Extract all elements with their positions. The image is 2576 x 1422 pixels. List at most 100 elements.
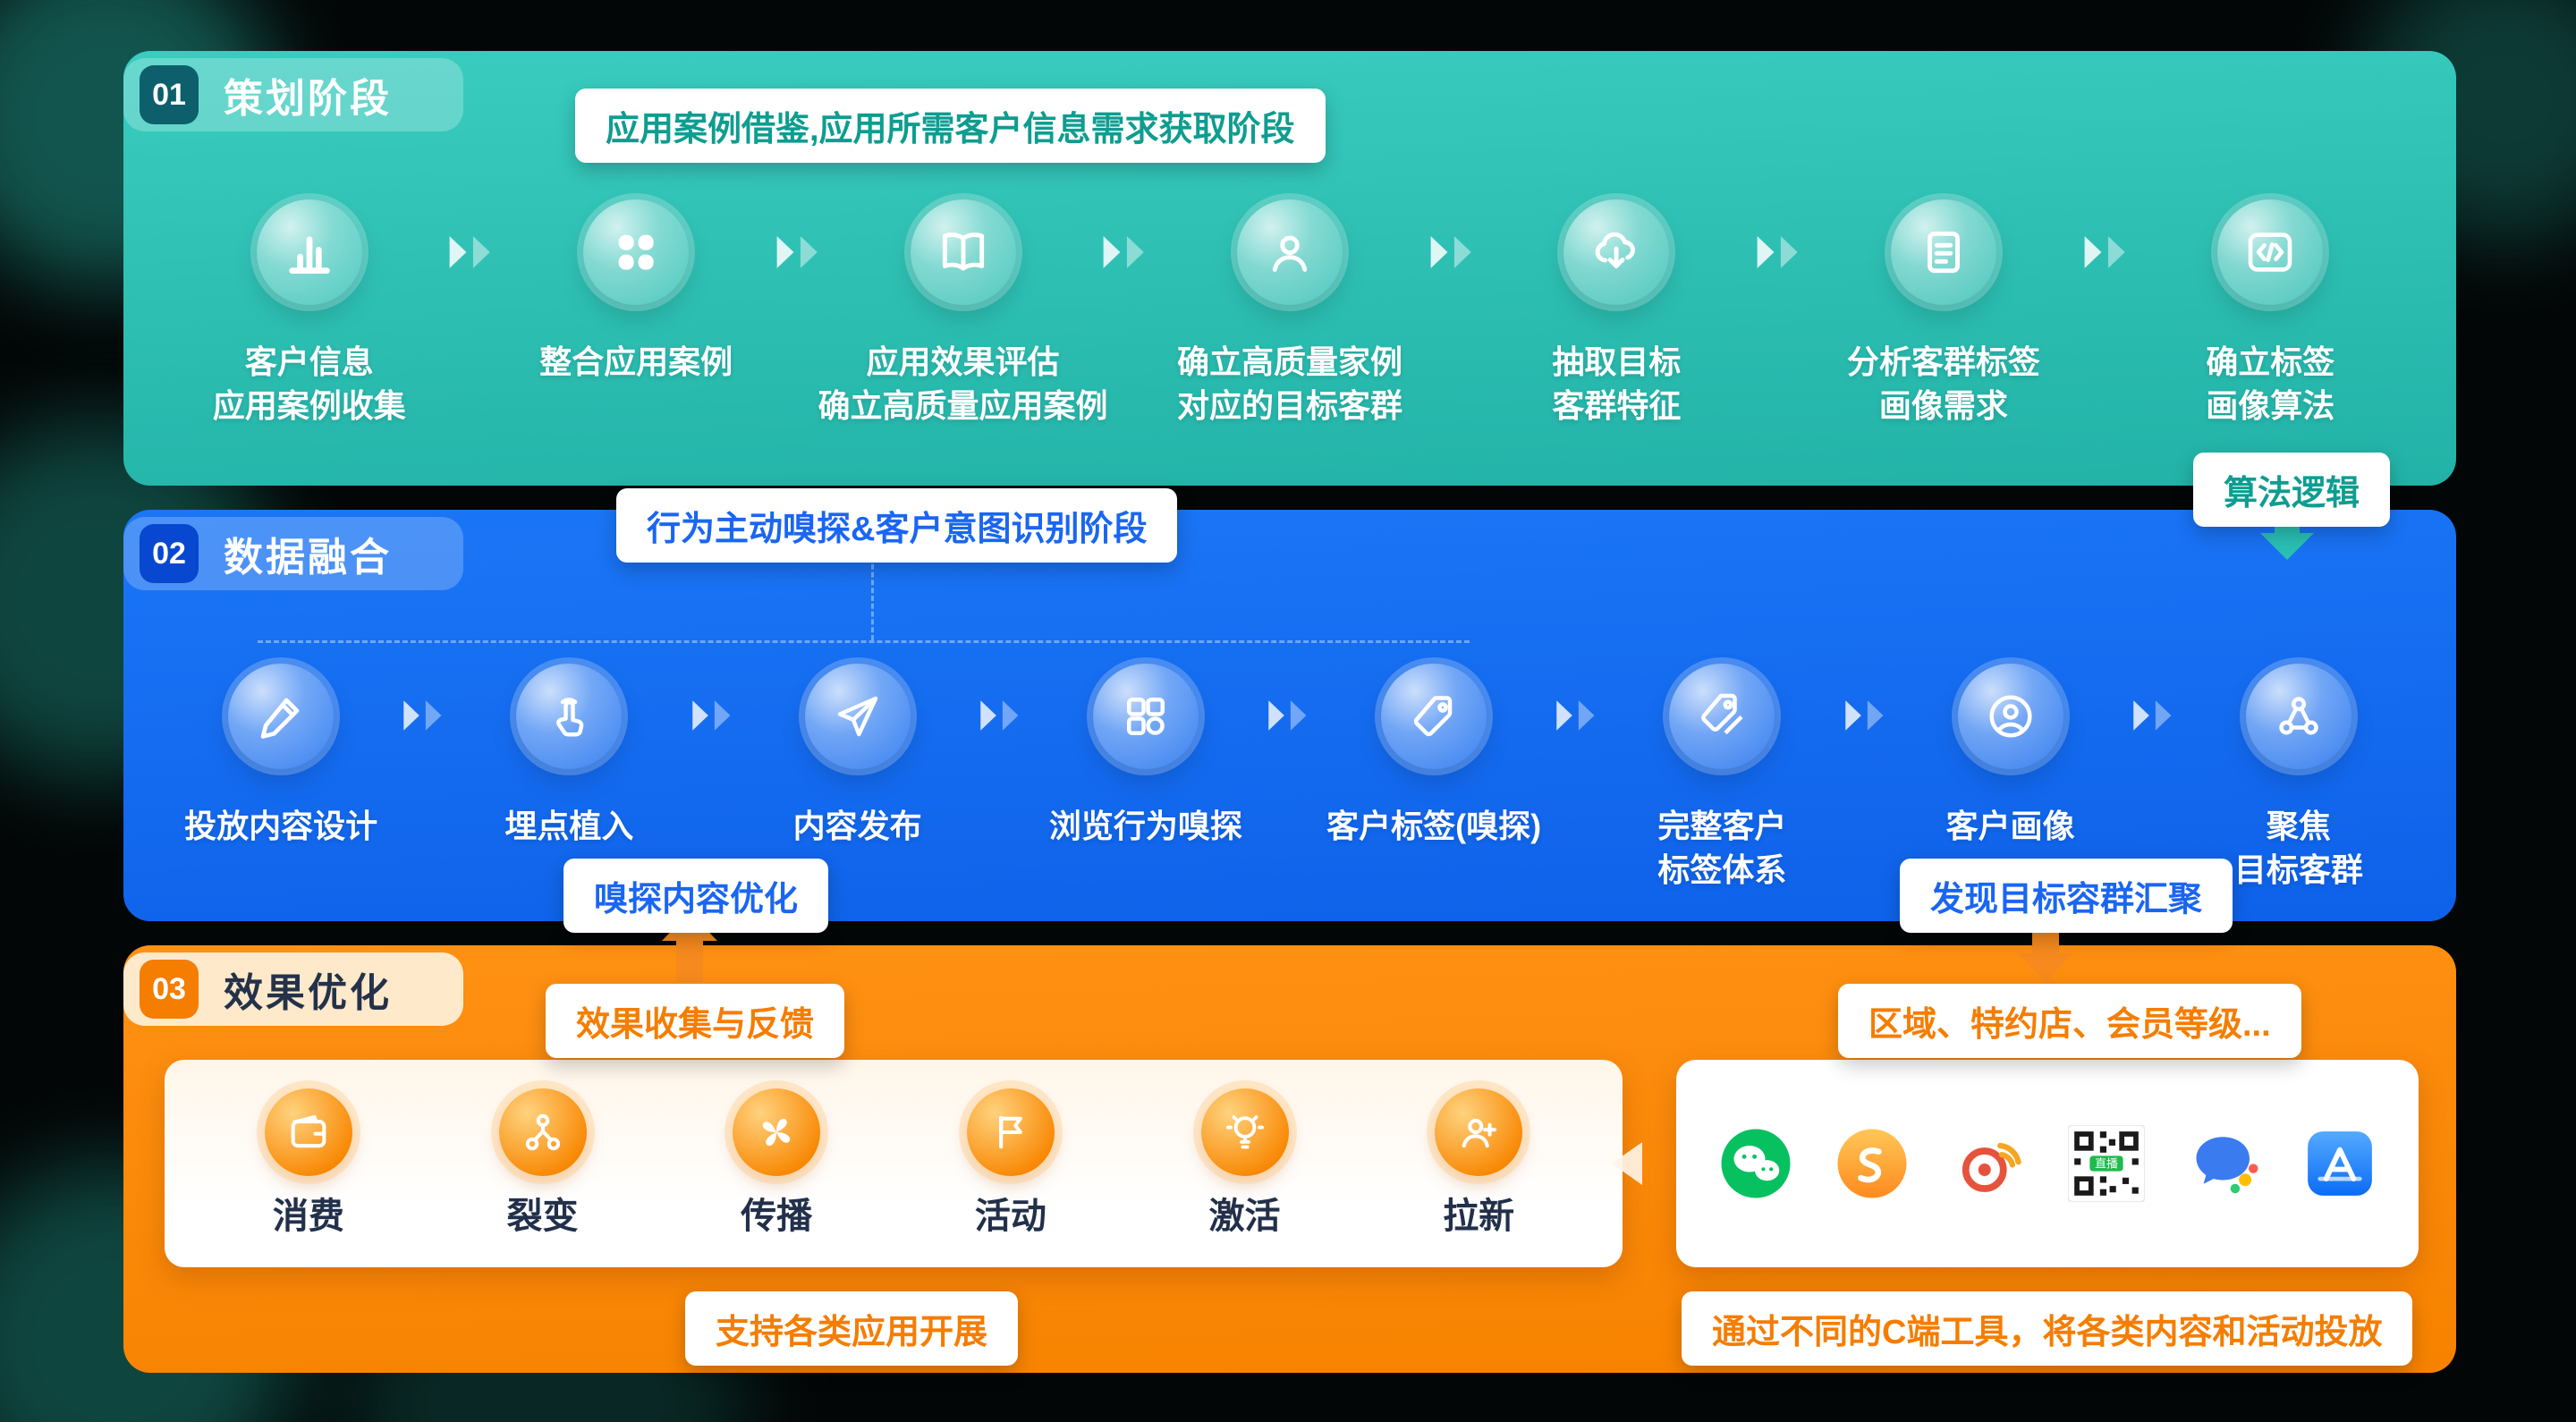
step-tracking-embed: 埋点植入	[456, 664, 682, 849]
step-integrate-cases: 整合应用案例	[504, 199, 767, 385]
step-label: 客户标签(嗅探)	[1326, 808, 1542, 844]
flow-arrow-icon	[1749, 232, 1811, 273]
wechat-icon	[1718, 1126, 1793, 1201]
step-collect-cases: 客户信息应用案例收集	[177, 199, 441, 427]
phase-number-badge: 03	[140, 960, 199, 1019]
feedback-pill: 效果收集与反馈	[546, 984, 845, 1058]
step-content-publish: 内容发布	[745, 664, 970, 849]
tap-icon	[516, 664, 623, 769]
grid-icon	[583, 199, 690, 305]
step-label: 内容发布	[792, 808, 922, 844]
phase-2-header: 02 数据融合	[123, 517, 463, 590]
tools-pill: 通过不同的C端工具，将各类内容和活动投放	[1682, 1291, 2413, 1366]
step-target-audience: 确立高质量家例对应的目标客群	[1157, 199, 1421, 427]
phase-number-badge: 01	[140, 65, 199, 124]
scan-grid-icon	[1092, 664, 1199, 769]
applications-card: 消费 裂变	[165, 1060, 1623, 1267]
dashed-connector	[258, 640, 1470, 643]
step-label: 浏览行为嗅探	[1048, 808, 1242, 844]
flow-arrow-icon	[1258, 696, 1321, 735]
step-customer-tag: 客户标签(嗅探)	[1321, 664, 1546, 849]
step-label: 确立标签画像算法	[2206, 343, 2335, 424]
orange-down-arrow-icon	[2012, 910, 2079, 988]
step-tag-system: 完整客户标签体系	[1609, 664, 1835, 892]
code-icon	[2217, 199, 2324, 305]
step-extract-features: 抽取目标客群特征	[1485, 199, 1749, 427]
channels-icon	[1835, 1126, 1910, 1201]
appstore-icon	[2303, 1127, 2377, 1200]
phase-number-badge: 02	[140, 524, 199, 583]
app-spread: 传播	[659, 1088, 894, 1239]
phase-2-band: 02 数据融合 投放内容设计	[123, 510, 2456, 921]
step-label: 整合应用案例	[539, 343, 733, 380]
algorithm-logic-pill: 算法逻辑	[2193, 453, 2391, 527]
wallet-icon	[264, 1088, 352, 1176]
phase-1-header: 01 策划阶段	[123, 58, 463, 131]
phase-title: 数据融合	[224, 536, 392, 580]
left-arrow-icon	[1597, 1135, 1649, 1197]
phase-1-band: 01 策划阶段 应用案例借鉴,应用所需客户信息需求获取阶段 客户信息应用案例收集	[123, 51, 2456, 486]
step-label: 客户信息应用案例收集	[212, 343, 406, 424]
phase-title: 策划阶段	[224, 77, 392, 121]
flow-arrow-icon	[1546, 696, 1609, 735]
app-acquire: 拉新	[1361, 1088, 1596, 1239]
apps-support-pill: 支持各类应用开展	[685, 1291, 1019, 1366]
flow-arrow-icon	[1835, 696, 1898, 735]
flow-arrow-icon	[2076, 232, 2139, 273]
teal-down-arrow-icon	[2254, 512, 2320, 566]
document-icon	[1890, 199, 1996, 305]
app-label: 消费	[272, 1197, 344, 1236]
step-label: 确立高质量家例对应的目标客群	[1176, 343, 1402, 424]
phase-1-steps: 客户信息应用案例收集 整合应用案例	[159, 199, 2420, 427]
qrcode-icon: 直播	[2068, 1125, 2146, 1202]
app-label: 传播	[741, 1197, 813, 1236]
step-label: 分析客群标签画像需求	[1846, 343, 2040, 424]
step-label: 投放内容设计	[184, 808, 378, 844]
fan-icon	[733, 1088, 821, 1176]
app-activate: 激活	[1128, 1088, 1362, 1239]
phase-2-banner: 行为主动嗅探&客户意图识别阶段	[616, 488, 1178, 563]
app-label: 拉新	[1443, 1197, 1515, 1236]
app-fission: 裂变	[426, 1088, 660, 1239]
step-label: 抽取目标客群特征	[1552, 343, 1682, 424]
pen-icon	[228, 664, 335, 769]
flag-icon	[966, 1088, 1055, 1176]
phase-title: 效果优化	[224, 971, 392, 1015]
step-label: 埋点植入	[504, 808, 634, 844]
step-label: 完整客户标签体系	[1657, 808, 1787, 888]
dashed-connector	[871, 556, 874, 640]
step-label: 客户画像	[1945, 808, 2075, 844]
flow-arrow-icon	[682, 696, 745, 735]
person-icon	[1236, 199, 1343, 305]
step-content-design: 投放内容设计	[168, 664, 394, 849]
flow-arrow-icon	[394, 696, 456, 735]
phase-1-banner: 应用案例借鉴,应用所需客户信息需求获取阶段	[575, 89, 1326, 163]
app-label: 裂变	[506, 1197, 579, 1236]
sniff-optimize-pill: 嗅探内容优化	[564, 859, 829, 933]
step-browse-detect: 浏览行为嗅探	[1033, 664, 1258, 849]
step-algorithm: 确立标签画像算法	[2139, 199, 2402, 427]
flow-arrow-icon	[1422, 232, 1485, 273]
bar-chart-icon	[256, 199, 362, 305]
open-book-icon	[910, 199, 1016, 305]
person-circle-icon	[1957, 664, 2063, 769]
tag-icon	[1381, 664, 1487, 769]
channels-card: 直播	[1676, 1060, 2419, 1267]
converge-pill: 发现目标容群汇聚	[1900, 859, 2233, 933]
paper-plane-icon	[804, 664, 911, 769]
step-analyze-tags: 分析客群标签画像需求	[1811, 199, 2075, 427]
step-focus-audience: 聚焦目标客群	[2186, 664, 2411, 892]
svg-text:直播: 直播	[2095, 1156, 2118, 1170]
wecom-icon	[2187, 1126, 2262, 1201]
flow-arrow-icon	[970, 696, 1033, 735]
flow-arrow-icon	[768, 232, 831, 273]
app-activity: 活动	[894, 1088, 1128, 1239]
phase-2-steps: 投放内容设计 埋点植入	[159, 664, 2420, 892]
app-label: 活动	[974, 1197, 1046, 1236]
step-evaluate-effect: 应用效果评估确立高质量应用案例	[818, 199, 1108, 427]
flow-arrow-icon	[441, 232, 504, 273]
flow-arrow-icon	[2123, 696, 2186, 735]
weibo-icon	[1952, 1126, 2027, 1201]
user-plus-icon	[1435, 1088, 1523, 1176]
